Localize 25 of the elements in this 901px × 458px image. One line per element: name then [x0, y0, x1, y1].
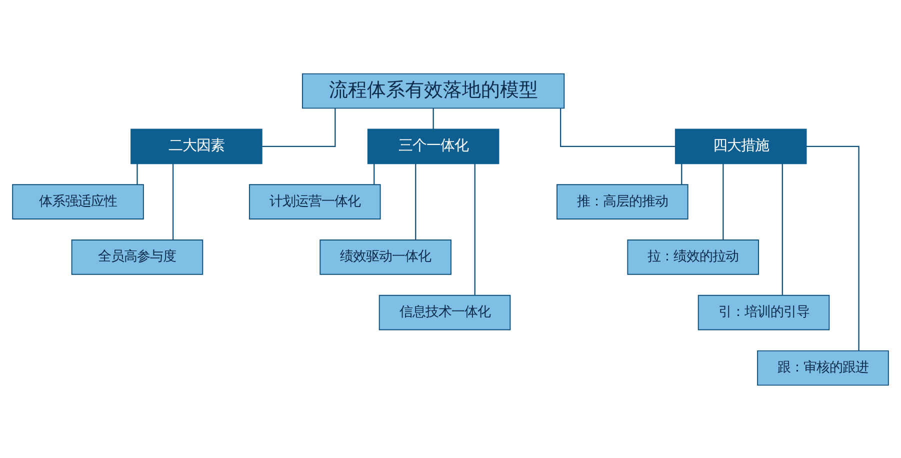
connector: [136, 163, 138, 184]
connector: [560, 108, 676, 146]
node-box: 四大措施: [674, 128, 807, 164]
connector: [806, 145, 860, 350]
connector: [782, 163, 783, 295]
connector: [374, 163, 375, 184]
node-box: 绩效驱动一体化: [320, 239, 452, 274]
node-box: 引：培训的引导: [698, 294, 830, 330]
node-box: 流程体系有效落地的模型: [302, 72, 565, 108]
node-box: 推：高层的推动: [556, 184, 688, 219]
node-box: 全员高参与度: [71, 239, 204, 274]
connector: [474, 163, 476, 295]
connector: [432, 108, 434, 128]
node-box: 跟：审核的跟进: [757, 350, 889, 386]
node-box: 体系强适应性: [12, 184, 144, 219]
node-box: 三个一体化: [367, 128, 500, 164]
connector: [722, 163, 724, 240]
node-box: 拉：绩效的拉动: [627, 239, 759, 274]
node-box: 信息技术一体化: [378, 294, 511, 330]
node-box: 计划运营一体化: [248, 184, 381, 219]
connector: [262, 108, 336, 146]
connector: [415, 163, 416, 240]
node-box: 二大因素: [130, 128, 262, 164]
connector: [681, 163, 682, 184]
connector: [172, 163, 174, 240]
